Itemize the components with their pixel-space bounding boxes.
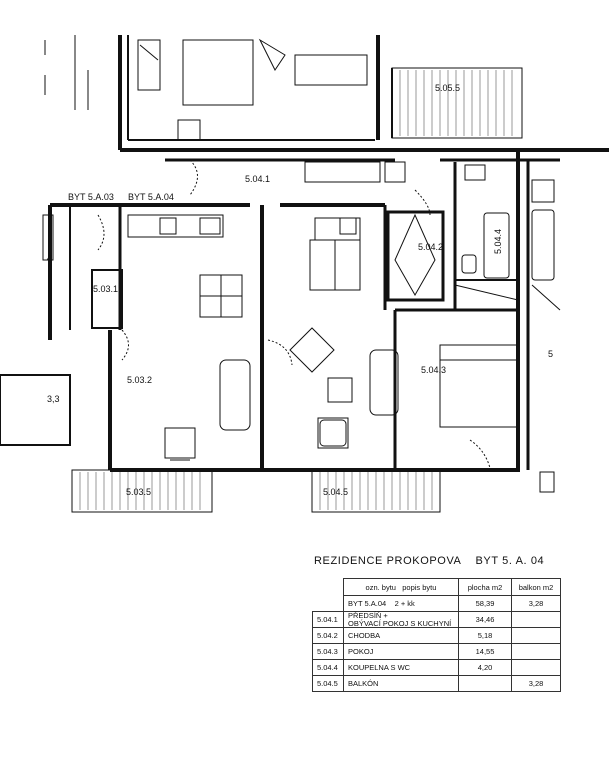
apartment-5-03-walls xyxy=(0,203,280,472)
header-balkon: balkon m2 xyxy=(511,578,561,596)
room-label-4: 4 xyxy=(47,253,52,263)
plan-title: REZIDENCE PROKOPOVA BYT 5. A. 04 xyxy=(314,555,558,567)
left-edge-marks xyxy=(44,35,89,110)
balcony-5-03-5 xyxy=(71,469,213,513)
room-label-5-03-5: 5.03.5 xyxy=(126,487,151,497)
room-label-5-05-5: 5.05.5 xyxy=(435,83,460,93)
table-header-row: ozn. bytu popis bytu plocha m2 balkon m2 xyxy=(313,578,561,596)
header-ozn-bytu: ozn. bytu popis bytu xyxy=(343,578,459,596)
balcony-5-04-5 xyxy=(311,469,441,513)
table-row: 5.04.2 CHODBA 5,18 xyxy=(312,627,561,644)
summary-balcony: 3,28 xyxy=(511,595,561,612)
apartment-labels: BYT 5.A.03 BYT 5.A.04 xyxy=(68,192,174,202)
corridor-5-04-2 xyxy=(386,210,445,302)
project-name: REZIDENCE PROKOPOVA xyxy=(314,555,462,567)
table-row: 5.04.4 KOUPELNA S WC 4,20 xyxy=(312,659,561,676)
door-swings xyxy=(97,159,491,469)
room-label-5-03-1: 5.03.1 xyxy=(93,284,118,294)
room-label-5-04-1: 5.04.1 xyxy=(245,174,270,184)
summary-area: 58,39 xyxy=(458,595,512,612)
floor-plan: BYT 5.A.03 BYT 5.A.04 5.05.5 5.04.1 5.04… xyxy=(0,35,609,513)
table-row: 5.04.3 POKOJ 14,55 xyxy=(312,643,561,660)
room-label-5-04-2: 5.04.2 xyxy=(418,242,443,252)
area-table: ozn. bytu popis bytu plocha m2 balkon m2… xyxy=(312,578,561,692)
table-row: 5.04.5 BALKÓN 3,28 xyxy=(312,675,561,692)
room-label-5-04-5: 5.04.5 xyxy=(323,487,348,497)
room-label-3-3: 3,3 xyxy=(47,394,60,404)
room-label-5-04-4: 5.04.4 xyxy=(493,229,503,254)
header-plocha: plocha m2 xyxy=(458,578,512,596)
room-label-5-04-3: 5.04.3 xyxy=(421,365,446,375)
corridor-walls xyxy=(165,158,560,183)
apartment-code: BYT 5. A. 04 xyxy=(475,555,545,567)
room-label-5: 5 xyxy=(548,349,553,359)
room-5-04-3 xyxy=(395,308,519,428)
room-label-5-03-2: 5.03.2 xyxy=(127,375,152,385)
room-labels: 5.05.5 5.04.1 5.04.2 5.04.4 5.03.1 5.03.… xyxy=(47,83,553,497)
right-apartment-edge xyxy=(526,160,561,493)
table-summary-row: BYT 5.A.04 2 + kk 58,39 3,28 xyxy=(313,595,561,612)
upper-apartment-walls xyxy=(118,35,609,152)
table-row: 5.04.1 PŘEDSÍŇ +OBÝVACÍ POKOJ S KUCHYNÍ … xyxy=(312,611,561,628)
apartment-label-5a03: BYT 5.A.03 xyxy=(68,192,114,202)
balcony-5-05-5 xyxy=(391,67,523,139)
summary-unit: BYT 5.A.04 2 + kk xyxy=(343,595,459,612)
apartment-label-5a04: BYT 5.A.04 xyxy=(128,192,174,202)
